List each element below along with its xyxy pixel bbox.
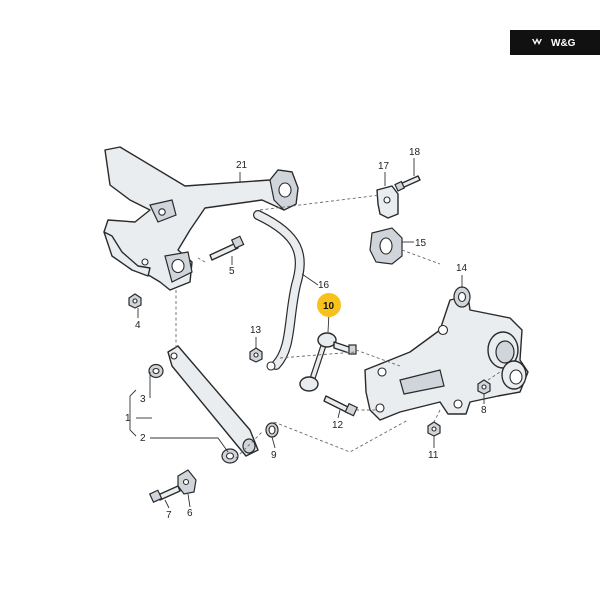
callout-2: 2	[140, 433, 146, 444]
part-clamp-bracket	[376, 185, 399, 219]
brand-badge-text: W&G	[551, 38, 576, 49]
callout-leader-lines	[129, 158, 485, 509]
part-control-arm	[167, 345, 259, 457]
callout-10: 10	[323, 301, 335, 312]
part-washer-6	[177, 469, 197, 495]
part-washer-9	[265, 422, 279, 438]
part-wheel-bearing-housing	[364, 286, 529, 421]
callout-10-highlight: 10	[317, 293, 341, 317]
callout-18: 18	[409, 147, 421, 158]
callout-14: 14	[456, 263, 468, 274]
part-bushing-2	[221, 448, 239, 464]
brand-badge: W&G	[510, 30, 600, 55]
part-bolt-18	[394, 175, 421, 192]
part-bolt-12	[323, 395, 359, 417]
part-nut-8	[477, 379, 491, 395]
highlight-marker	[317, 293, 341, 317]
callout-17: 17	[378, 161, 390, 172]
callout-6: 6	[187, 508, 193, 519]
callout-9: 9	[271, 450, 277, 461]
part-stabilizer-bar	[253, 210, 305, 371]
callout-12: 12	[332, 420, 344, 431]
callout-3: 3	[140, 394, 146, 405]
assembly-dashed-lines	[175, 194, 501, 459]
callout-labels: 21 18 17 15 14 16 10 13 5 4 8 11 12 9 7 …	[125, 147, 487, 521]
callout-7: 7	[166, 510, 172, 521]
callout-15: 15	[415, 238, 427, 249]
part-nut-13	[249, 347, 263, 363]
callout-5: 5	[229, 266, 235, 277]
callout-11: 11	[428, 450, 439, 461]
part-nut-11	[427, 421, 441, 437]
part-nut-4	[128, 293, 142, 309]
callout-4: 4	[135, 320, 141, 331]
callout-1: 1	[125, 413, 131, 424]
callout-16: 16	[318, 280, 330, 291]
part-subframe	[103, 146, 299, 291]
brand-logo-icon	[532, 38, 542, 45]
part-stabilizer-bushing	[369, 227, 403, 265]
part-bushing-3	[148, 363, 164, 379]
part-bolt-5	[209, 235, 245, 261]
callout-21: 21	[236, 160, 248, 171]
part-bolt-7	[148, 485, 181, 504]
callout-13: 13	[250, 325, 262, 336]
callout-8: 8	[481, 405, 487, 416]
part-coupling-rod	[299, 332, 357, 392]
